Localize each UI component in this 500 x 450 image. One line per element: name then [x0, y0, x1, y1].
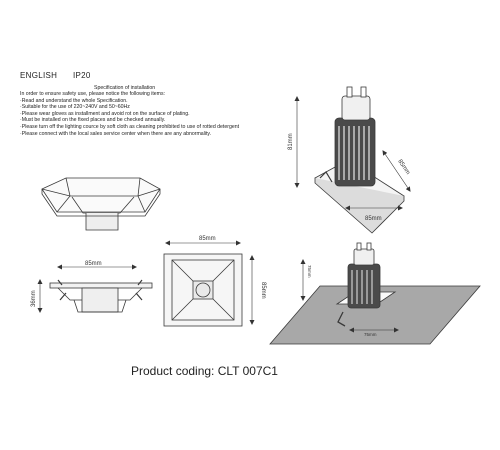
side-width-label: 85mm: [85, 261, 102, 267]
spec-item: ·Please connect with the local sales ser…: [20, 130, 212, 137]
ip-rating-label: IP20: [73, 71, 91, 80]
front-height-label: 85mm: [260, 282, 266, 299]
perspective-trim-view: [41, 177, 161, 231]
language-label: ENGLISH: [20, 71, 58, 80]
spec-list: In order to ensure safety use, please no…: [20, 91, 239, 137]
side-view: [49, 279, 153, 313]
spec-item: ·Suitable for the use of 220~240V and 50…: [20, 104, 130, 111]
front-view: [163, 253, 243, 327]
isometric-fixture: [314, 86, 405, 234]
iso-height-label: 81mm: [288, 133, 294, 150]
iso-width-label: 85mm: [365, 216, 382, 222]
spec-item: In order to ensure safety use, please no…: [20, 91, 166, 97]
iso-depth-label: 85mm: [396, 159, 410, 176]
cutout-width-label: 75mm: [364, 332, 377, 337]
spec-item: ·Must be installed on the fixed places a…: [20, 117, 166, 124]
spec-item: ·Read and understand the whole Specifica…: [20, 97, 128, 104]
side-height-label: 36mm: [31, 290, 37, 307]
spec-item: ·Please turn off the lighting cource by …: [20, 123, 240, 130]
cutout-height-label: 75mm: [307, 265, 312, 278]
front-width-label: 85mm: [199, 236, 216, 242]
product-coding: Product coding: CLT 007C1: [131, 364, 278, 378]
ceiling-installation-view: [269, 242, 481, 345]
spec-item: ·Please wear gloves as installment and a…: [20, 110, 190, 117]
